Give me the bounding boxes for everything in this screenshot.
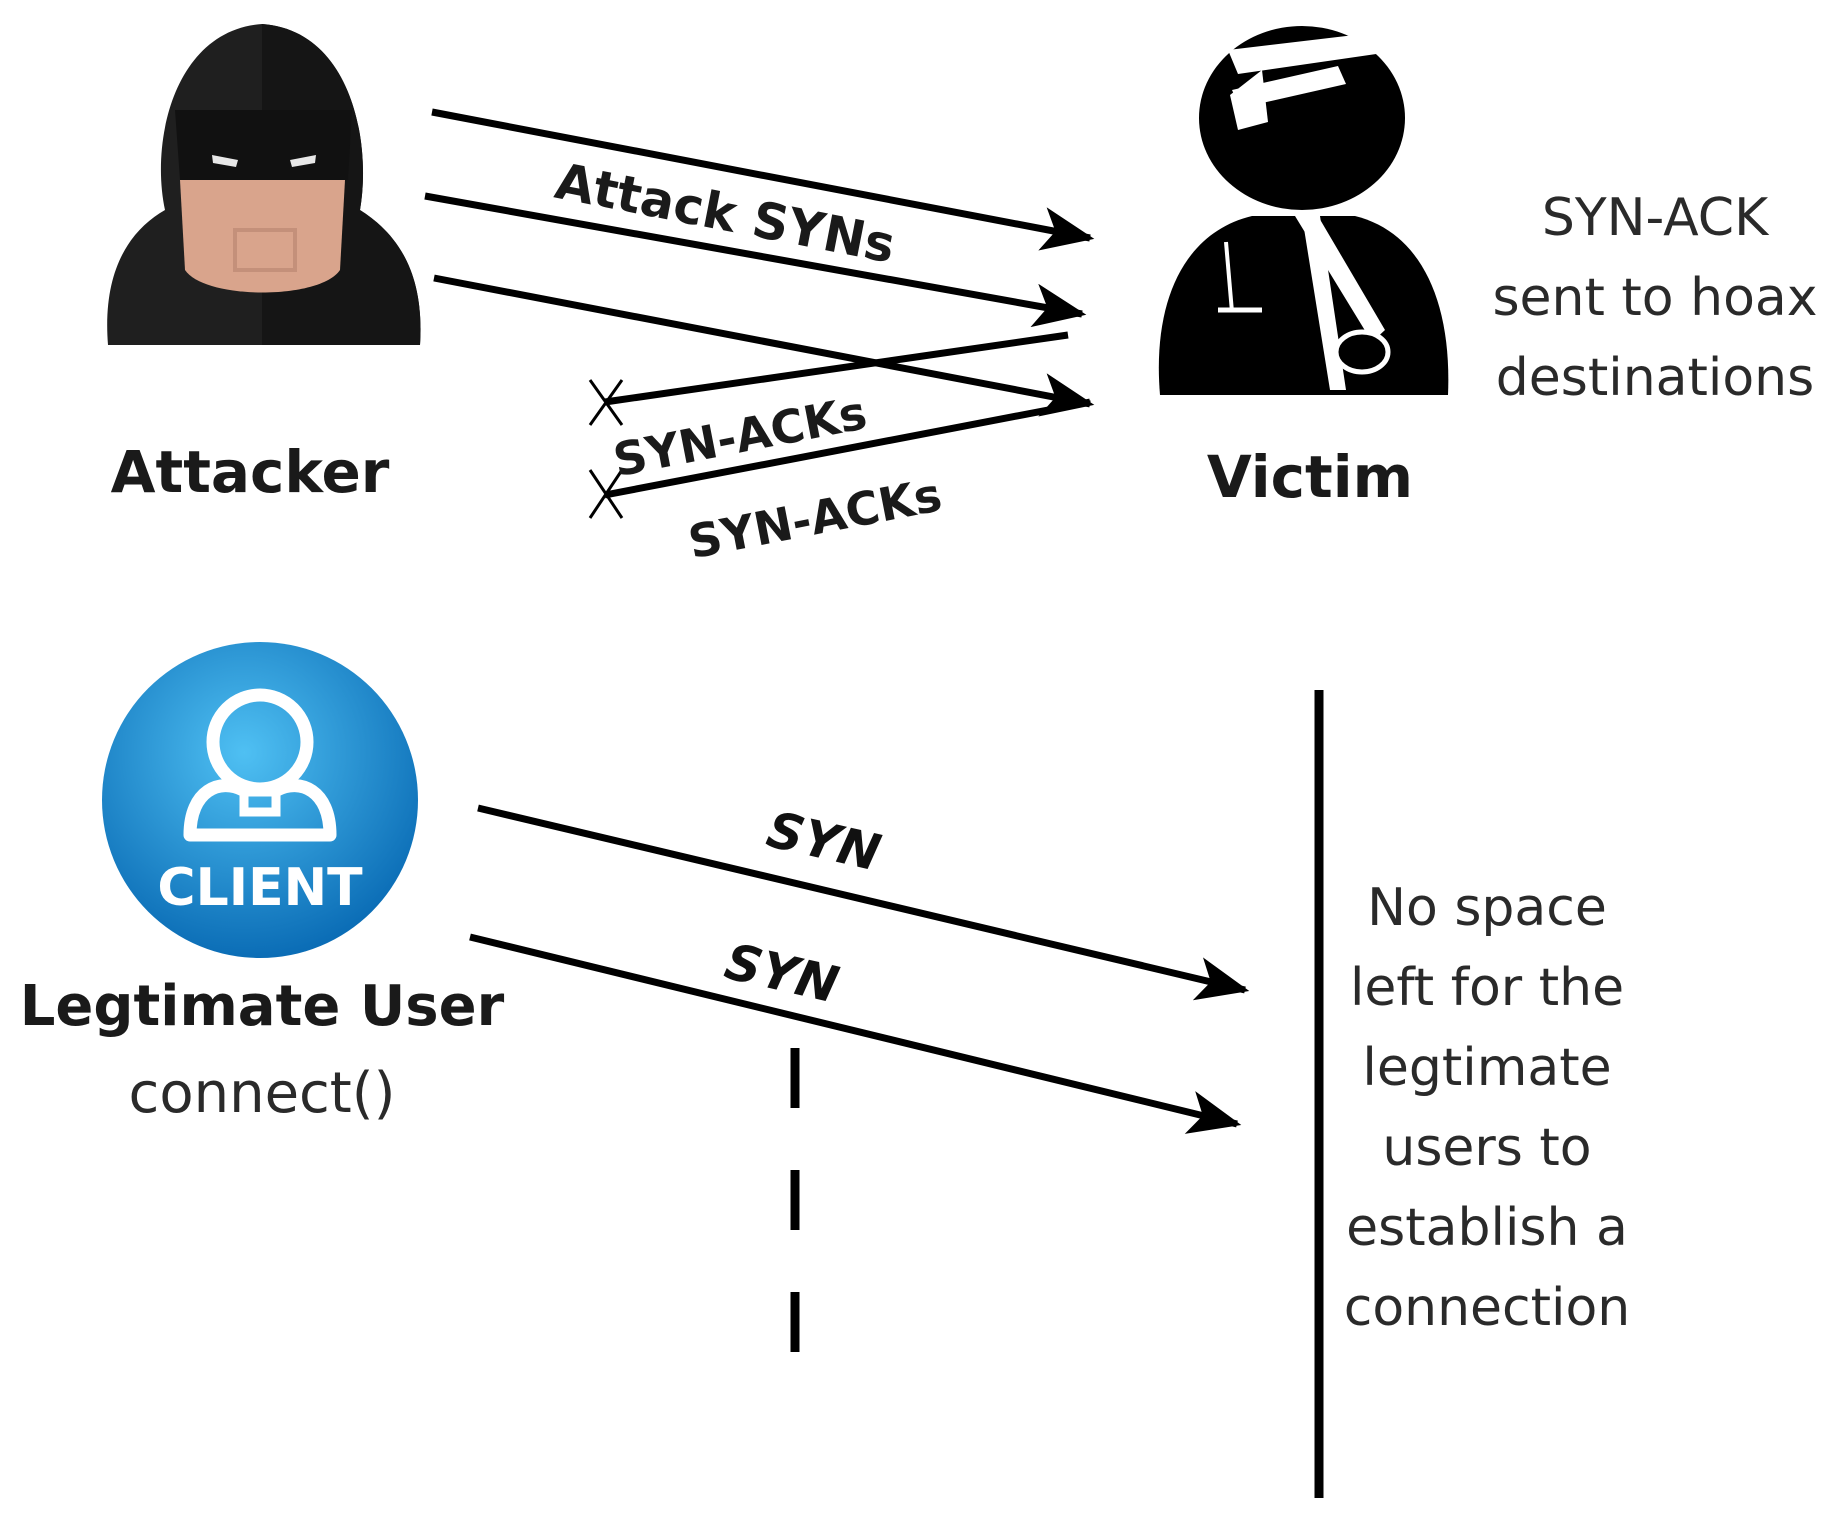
syn-label-1: SYN <box>762 800 886 882</box>
attack-syn-arrow-2 <box>424 192 1087 328</box>
synack-arrow-2 <box>604 398 1091 499</box>
victim-icon <box>1158 26 1449 395</box>
attacker-label: Attacker <box>111 438 390 506</box>
attack-syn-arrows <box>424 108 1095 417</box>
no-space-line-4: users to <box>1382 1118 1591 1178</box>
client-icon: CLIENT <box>102 642 418 958</box>
synack-note-line-1: SYN-ACK <box>1542 188 1770 248</box>
client-badge-text: CLIENT <box>157 858 363 918</box>
legitimate-user-label: Legtimate User <box>20 974 505 1039</box>
synack-note-line-2: sent to hoax <box>1492 268 1817 328</box>
attack-syn-arrow-1 <box>431 108 1095 251</box>
no-space-line-5: establish a <box>1346 1198 1628 1258</box>
no-space-line-1: No space <box>1367 878 1607 938</box>
synack-note: SYN-ACK sent to hoax destinations <box>1492 188 1817 408</box>
legit-syn-arrow-2 <box>469 933 1242 1134</box>
no-space-line-3: legtimate <box>1362 1038 1611 1098</box>
synack-arrow-1 <box>604 331 1069 406</box>
no-space-line-6: connection <box>1344 1278 1631 1338</box>
synacks-label-2: SYN-ACKs <box>684 467 946 569</box>
synack-note-line-3: destinations <box>1496 348 1814 408</box>
no-space-note: No space left for the legtimate users to… <box>1344 878 1631 1338</box>
connect-call-label: connect() <box>129 1061 396 1126</box>
synack-arrows <box>604 331 1091 499</box>
no-space-line-2: left for the <box>1350 958 1624 1018</box>
legit-syn-arrows <box>469 804 1250 1134</box>
drop-x-mark-1 <box>588 379 624 426</box>
attack-syn-arrow-3 <box>433 274 1095 417</box>
synack-drop-marks <box>588 379 624 519</box>
legit-syn-arrow-1 <box>477 804 1250 1001</box>
victim-label: Victim <box>1207 443 1413 511</box>
attacker-icon <box>107 24 421 345</box>
drop-x-mark-2 <box>588 469 624 519</box>
